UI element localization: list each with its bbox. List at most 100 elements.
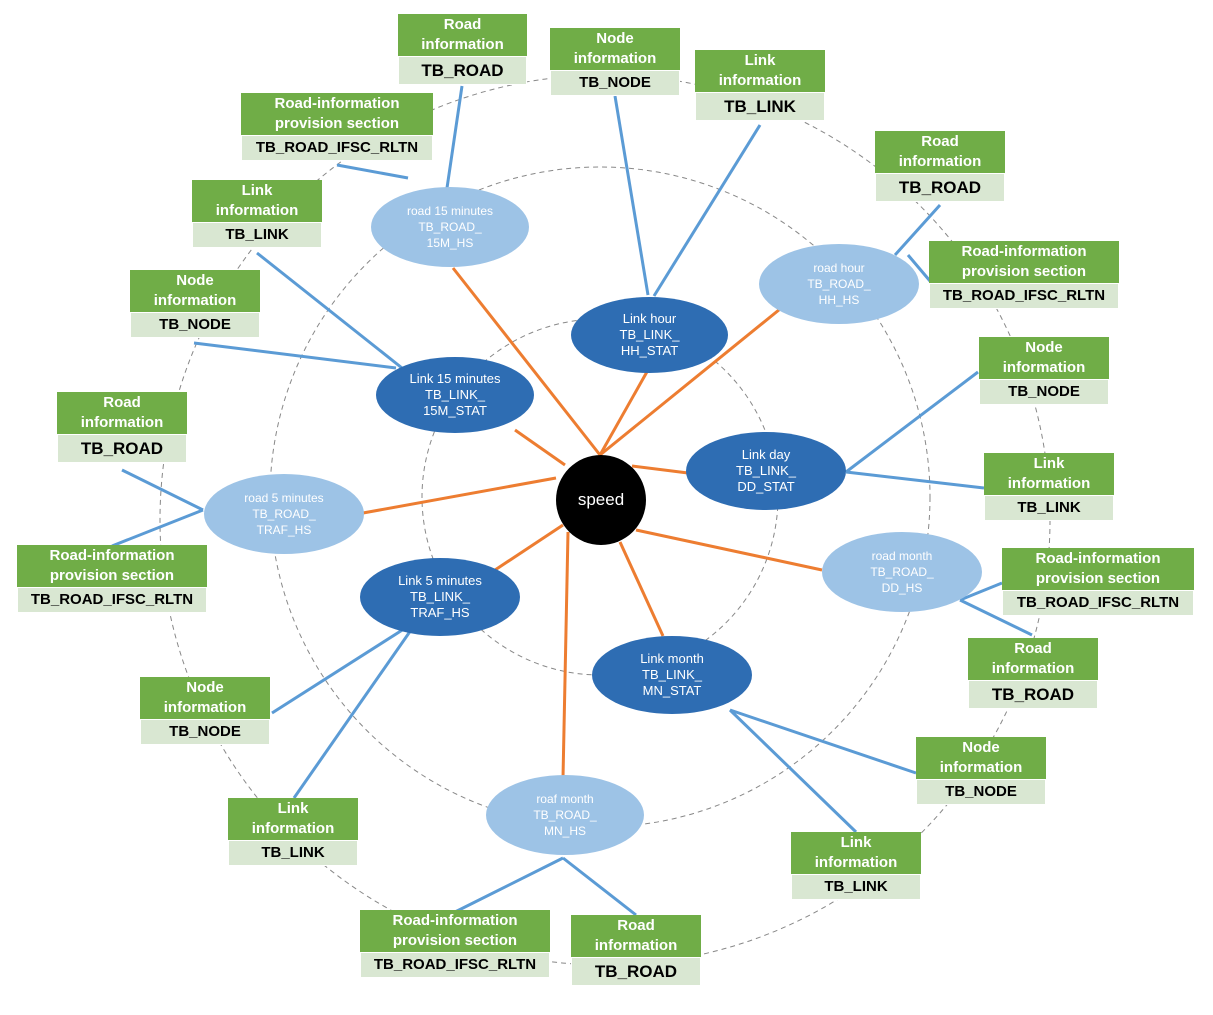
node-table-suffix: 15M_STAT: [423, 403, 487, 418]
orange-connector: [451, 267, 602, 456]
box-table-name: TB_LINK: [695, 92, 825, 121]
box-header-line: information: [573, 50, 657, 67]
box-table-name: TB_ROAD_IFSC_RLTN: [17, 587, 207, 613]
node-table-suffix: MN_HS: [543, 824, 586, 838]
box-table-name: TB_ROAD: [398, 56, 527, 85]
box-header-line: Road: [617, 917, 655, 934]
box-header: Road information: [398, 14, 527, 56]
box-table-name: TB_NODE: [916, 779, 1046, 805]
box-header-line: information: [991, 660, 1075, 677]
node-table-prefix: TB_ROAD_: [418, 220, 482, 234]
box-table-name: TB_ROAD_IFSC_RLTN: [360, 952, 550, 978]
blue-connector: [454, 856, 564, 914]
node-table-suffix: DD_HS: [881, 581, 923, 595]
link-hour-node: Link hour TB_LINK_ HH_STAT: [571, 297, 728, 373]
link-5-minutes-node: Link 5 minutes TB_LINK_ TRAF_HS: [360, 558, 520, 636]
node-table-suffix: MN_STAT: [642, 683, 702, 698]
orange-connectors: [362, 267, 823, 779]
blue-connector: [193, 341, 397, 370]
box-header-line: Road-information: [1035, 550, 1161, 567]
roaf-month-node: roaf month TB_ROAD_ MN_HS: [486, 775, 644, 855]
orange-connector: [494, 523, 564, 572]
table-box-link: Link information TB_LINK: [791, 832, 921, 900]
box-header: Link information: [791, 832, 921, 874]
box-header-line: Node: [176, 272, 214, 289]
box-header-line: Node: [1025, 339, 1063, 356]
box-table-name: TB_LINK: [984, 495, 1114, 521]
node-title: Link 15 minutes: [409, 371, 501, 386]
node-table-prefix: TB_ROAD_: [533, 808, 597, 822]
blue-connectors: [111, 85, 1033, 917]
blue-connector: [959, 598, 1033, 637]
link-month-node: Link month TB_LINK_ MN_STAT: [592, 636, 752, 714]
box-table-name: TB_ROAD: [968, 680, 1098, 709]
box-header-line: Link: [840, 834, 872, 851]
node-title: road hour: [813, 261, 865, 275]
speed-center-node: speed: [556, 455, 646, 545]
center-label: speed: [577, 490, 625, 509]
road-hour-node: road hour TB_ROAD_ HH_HS: [759, 244, 919, 324]
box-table-name: TB_NODE: [550, 70, 680, 96]
box-header: Road-information provision section: [17, 545, 207, 587]
table-box-road-ifsc: Road-information provision section TB_ROA…: [17, 545, 207, 613]
box-table-name: TB_LINK: [791, 874, 921, 900]
orange-connector: [561, 531, 570, 779]
box-header-line: Road-information: [274, 95, 400, 112]
box-header-line: information: [594, 937, 678, 954]
box-header-line: Road-information: [49, 547, 175, 564]
box-header-line: Link: [277, 800, 309, 817]
node-table-suffix: DD_STAT: [737, 479, 795, 494]
table-box-node: Node information TB_NODE: [550, 28, 680, 96]
box-header-line: Node: [596, 30, 634, 47]
box-table-name: TB_ROAD_IFSC_RLTN: [1002, 590, 1194, 616]
box-header-line: information: [215, 202, 299, 219]
box-header-line: Node: [962, 739, 1000, 756]
blue-connector: [271, 618, 419, 715]
box-table-name: TB_ROAD: [875, 173, 1005, 202]
orange-connector: [514, 428, 566, 467]
box-table-name: TB_NODE: [979, 379, 1109, 405]
orange-connector: [598, 369, 650, 456]
node-table-suffix: HH_HS: [818, 293, 860, 307]
node-table-prefix: TB_LINK_: [736, 463, 796, 478]
box-header-line: Road: [103, 394, 141, 411]
box-header-line: Road-information: [392, 912, 518, 929]
link-15-minutes-node: Link 15 minutes TB_LINK_ 15M_STAT: [376, 357, 534, 433]
box-header-line: Road: [443, 16, 482, 33]
box-header-line: information: [421, 36, 504, 53]
orange-connector: [635, 528, 823, 572]
node-title: road 5 minutes: [244, 491, 324, 505]
blue-connector: [292, 619, 420, 799]
blue-connector: [845, 470, 985, 490]
blue-connector: [256, 251, 403, 370]
box-table-name: TB_LINK: [192, 222, 322, 248]
box-table-name: TB_LINK: [228, 840, 358, 866]
node-title: road month: [871, 549, 933, 563]
node-table-suffix: TRAF_HS: [410, 605, 470, 620]
box-table-name: TB_ROAD_IFSC_RLTN: [241, 135, 433, 161]
box-header-line: information: [814, 854, 898, 871]
road-month-node: road month TB_ROAD_ DD_HS: [822, 532, 982, 612]
box-header-line: provision section: [49, 567, 175, 584]
